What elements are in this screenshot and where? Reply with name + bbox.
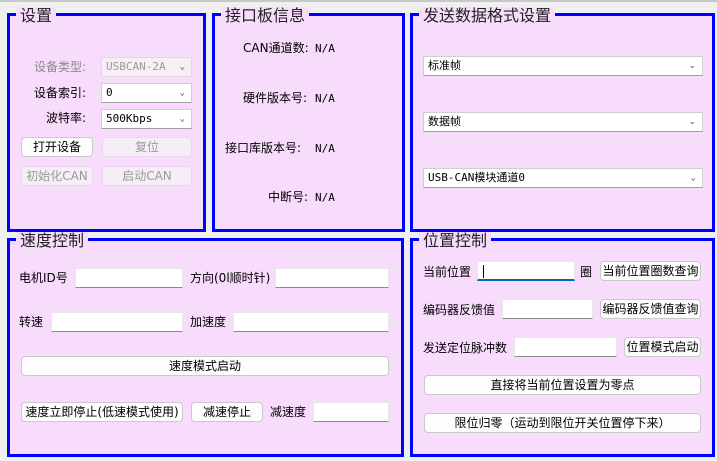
text-caret bbox=[483, 265, 484, 278]
query-encoder-button[interactable]: 编码器反馈值查询 bbox=[600, 299, 701, 319]
board-info-title: 接口板信息 bbox=[221, 7, 310, 25]
channel-select[interactable]: USB-CAN模块通道0 ⌄ bbox=[423, 168, 703, 188]
device-type-select[interactable]: USBCAN-2A ⌄ bbox=[101, 57, 192, 77]
channel-value: USB-CAN模块通道0 bbox=[428, 171, 525, 184]
chevron-down-icon: ⌄ bbox=[179, 88, 185, 98]
speed-mode-start-button[interactable]: 速度模式启动 bbox=[21, 356, 389, 376]
decel-input[interactable] bbox=[313, 402, 389, 422]
top-divider bbox=[0, 0, 717, 2]
chevron-down-icon: ⌄ bbox=[690, 173, 696, 183]
encoder-input[interactable] bbox=[502, 299, 593, 319]
speed-control-title: 速度控制 bbox=[16, 232, 89, 250]
device-index-select[interactable]: 0 ⌄ bbox=[101, 83, 192, 103]
pulses-label: 发送定位脉冲数 bbox=[423, 341, 508, 355]
lib-version-value: N/A bbox=[315, 142, 335, 155]
baud-rate-value: 500Kbps bbox=[106, 112, 153, 125]
position-mode-button[interactable]: 位置模式启动 bbox=[624, 337, 701, 357]
chevron-down-icon: ⌄ bbox=[688, 61, 696, 71]
position-control-title: 位置控制 bbox=[419, 232, 492, 250]
speed-label: 转速 bbox=[19, 315, 44, 329]
device-index-value: 0 bbox=[106, 86, 113, 99]
interrupt-label: 中断号: bbox=[268, 190, 309, 204]
device-type-label: 设备类型: bbox=[34, 60, 87, 74]
motor-id-label: 电机ID号 bbox=[19, 271, 68, 285]
motor-id-input[interactable] bbox=[75, 268, 183, 288]
chevron-down-icon: ⌄ bbox=[179, 62, 185, 72]
set-zero-button[interactable]: 直接将当前位置设置为零点 bbox=[424, 375, 701, 395]
frame-type-select[interactable]: 标准帧 ⌄ bbox=[423, 56, 703, 76]
direction-input[interactable] bbox=[275, 268, 389, 288]
device-type-value: USBCAN-2A bbox=[106, 60, 166, 73]
frame-format-select[interactable]: 数据帧 ⌄ bbox=[423, 112, 703, 132]
init-can-button[interactable]: 初始化CAN bbox=[21, 166, 93, 186]
board-info-group: 接口板信息 bbox=[212, 7, 405, 232]
settings-title: 设置 bbox=[16, 7, 57, 25]
chevron-down-icon: ⌄ bbox=[179, 114, 185, 124]
accel-label: 加速度 bbox=[190, 315, 227, 329]
frame-type-value: 标准帧 bbox=[428, 59, 461, 72]
hw-version-value: N/A bbox=[315, 92, 335, 105]
accel-input[interactable] bbox=[233, 312, 389, 332]
frame-format-value: 数据帧 bbox=[428, 115, 461, 128]
speed-input[interactable] bbox=[51, 312, 183, 332]
send-format-title: 发送数据格式设置 bbox=[419, 7, 556, 25]
open-device-button[interactable]: 打开设备 bbox=[21, 137, 93, 157]
pulses-input[interactable] bbox=[514, 337, 617, 357]
device-index-label: 设备索引: bbox=[34, 86, 87, 100]
hw-version-label: 硬件版本号: bbox=[243, 91, 308, 105]
chevron-down-icon: ⌄ bbox=[688, 117, 696, 127]
current-pos-label: 当前位置 bbox=[423, 265, 472, 279]
start-can-button[interactable]: 启动CAN bbox=[102, 166, 192, 186]
turns-unit-label: 圈 bbox=[580, 265, 593, 279]
baud-rate-select[interactable]: 500Kbps ⌄ bbox=[101, 109, 192, 129]
query-turns-button[interactable]: 当前位置圈数查询 bbox=[600, 261, 701, 281]
baud-rate-label: 波特率: bbox=[46, 111, 87, 125]
current-pos-input[interactable] bbox=[477, 261, 575, 281]
lib-version-label: 接口库版本号: bbox=[225, 141, 302, 155]
can-channels-value: N/A bbox=[315, 42, 335, 55]
can-channels-label: CAN通道数: bbox=[243, 41, 309, 55]
decel-label: 减速度 bbox=[270, 405, 307, 419]
limit-home-button[interactable]: 限位归零（运动到限位开关位置停下来） bbox=[424, 413, 701, 433]
interrupt-value: N/A bbox=[315, 191, 335, 204]
direction-label: 方向(0l顺时针) bbox=[190, 271, 271, 285]
decel-stop-button[interactable]: 减速停止 bbox=[191, 402, 263, 422]
reset-button[interactable]: 复位 bbox=[102, 137, 192, 157]
speed-stop-now-button[interactable]: 速度立即停止(低速模式使用) bbox=[21, 402, 183, 422]
encoder-label: 编码器反馈值 bbox=[423, 303, 496, 317]
